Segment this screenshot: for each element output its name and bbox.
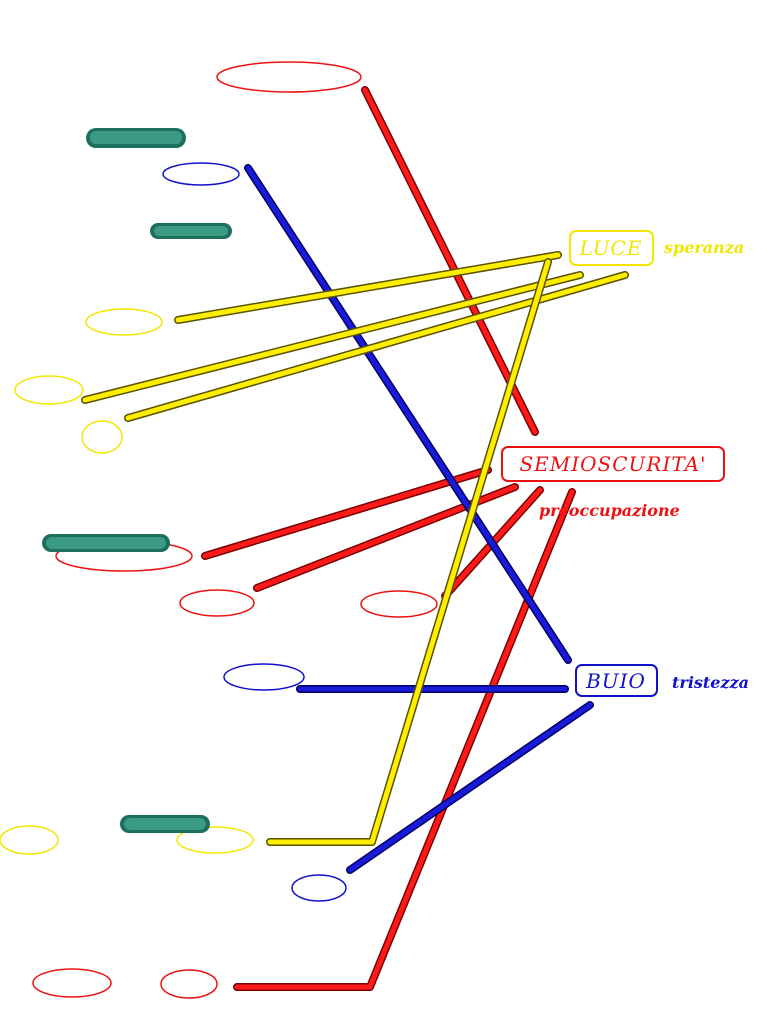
luce-meaning: speranza [663,238,744,257]
red-ellipse-mid-2[interactable] [179,589,255,617]
red-ellipse-bottom-1[interactable] [32,968,112,998]
yellow-ellipse-1[interactable] [85,308,163,336]
red-connectors [201,86,576,991]
yellow-ellipse-2[interactable] [14,375,84,405]
red-ellipse-mid-3[interactable] [360,590,438,618]
semioscurita-tag-box [501,446,725,482]
blue-ellipse-1[interactable] [162,162,240,186]
buio-tag-box [575,664,658,697]
buio-tag-label: BUIO [585,669,646,693]
word-ellipses [0,61,438,999]
teal-blobs [42,128,232,833]
luce-tag-label: LUCE [579,236,643,260]
semioscurita-tag-label: SEMIOSCURITA' [519,452,706,476]
buio-meaning: tristezza [672,673,749,692]
red-ellipse-top[interactable] [216,61,362,93]
yellow-connectors [81,251,629,846]
luce-tag-box [569,230,654,266]
blue-ellipse-2[interactable] [223,663,305,691]
red-ellipse-bottom-2[interactable] [160,969,218,999]
blue-ellipse-3[interactable] [291,874,347,902]
category-tags: LUCE speranza SEMIOSCURITA' preoccupazio… [501,230,749,697]
yellow-line-long [266,258,552,846]
yellow-ellipse-5[interactable] [176,826,254,854]
semioscurita-meaning: preoccupazione [539,501,680,520]
yellow-ellipse-4[interactable] [0,825,59,855]
connector-lines [81,86,629,991]
blue-connectors [244,164,594,874]
yellow-ellipse-3[interactable] [81,420,123,454]
